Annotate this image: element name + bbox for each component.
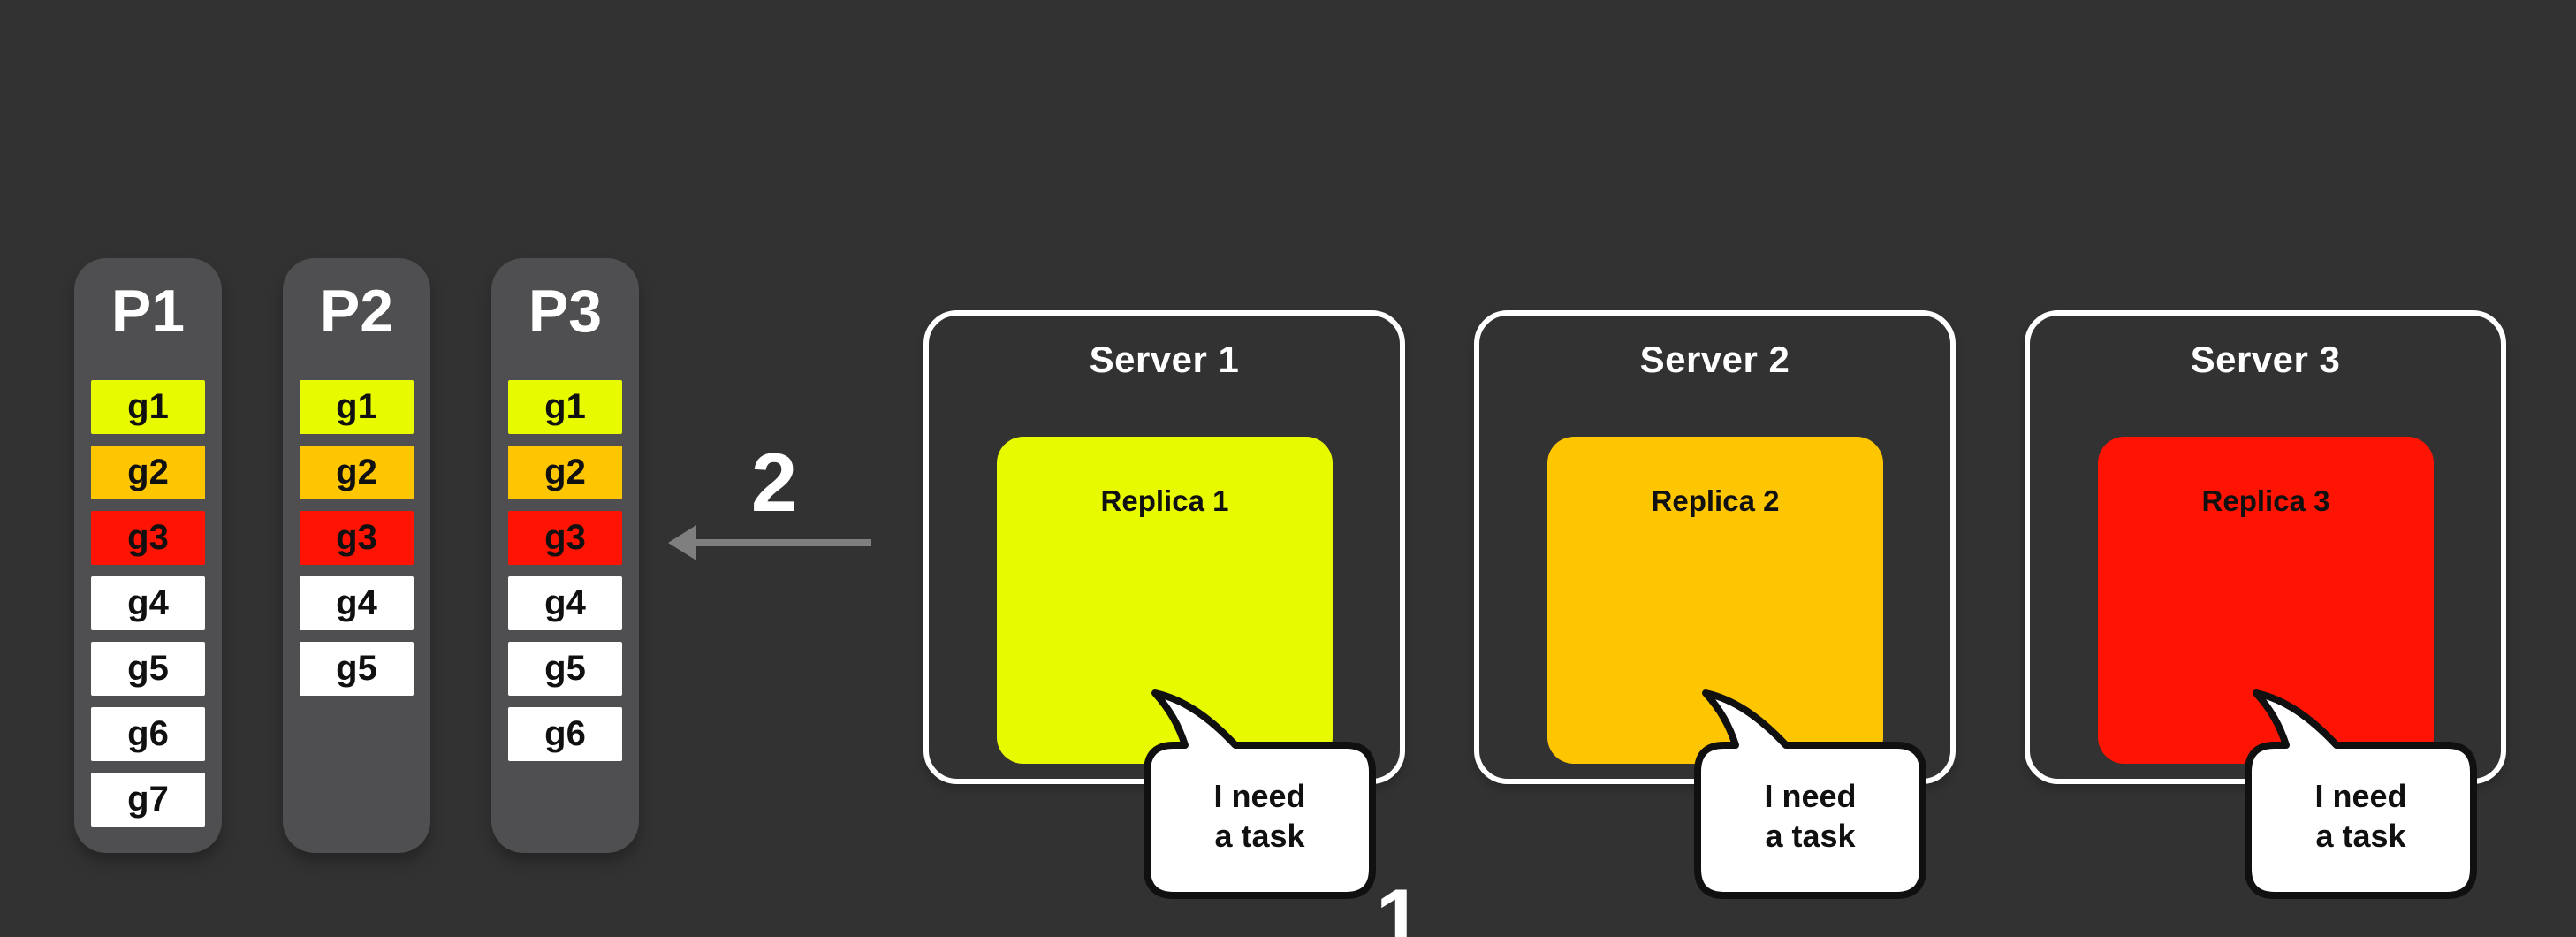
task-chip-g6: g6 [91, 707, 205, 761]
task-chip-g1: g1 [91, 380, 205, 434]
partition-task-list: g1 g2 g3 g4 g5 [283, 380, 430, 696]
replica-label: Replica 2 [1651, 484, 1780, 517]
task-chip-g1: g1 [508, 380, 622, 434]
partition-task-list: g1 g2 g3 g4 g5 g6 [491, 380, 639, 761]
replica-label: Replica 3 [2201, 484, 2330, 517]
partition-label: P2 [319, 278, 394, 345]
task-chip-g1: g1 [300, 380, 414, 434]
task-chip-g5: g5 [91, 642, 205, 696]
task-chip-g3: g3 [508, 511, 622, 565]
task-chip-g7: g7 [91, 773, 205, 827]
task-chip-g2: g2 [300, 446, 414, 499]
task-chip-g3: g3 [91, 511, 205, 565]
task-chip-g2: g2 [508, 446, 622, 499]
partition-p1: P1 g1 g2 g3 g4 g5 g6 g7 [74, 258, 222, 853]
task-chip-g4: g4 [300, 576, 414, 630]
step-1-label: 1 [1375, 872, 1423, 937]
partition-p3: P3 g1 g2 g3 g4 g5 g6 [491, 258, 639, 853]
speech-bubble-tail [1694, 689, 1926, 899]
speech-bubble-tail [2245, 689, 2477, 899]
server-label: Server 2 [1639, 339, 1790, 380]
task-chip-g4: g4 [91, 576, 205, 630]
task-chip-g5: g5 [300, 642, 414, 696]
task-chip-g4: g4 [508, 576, 622, 630]
server-label: Server 1 [1089, 339, 1240, 380]
partition-task-list: g1 g2 g3 g4 g5 g6 g7 [74, 380, 222, 827]
task-chip-g5: g5 [508, 642, 622, 696]
partition-label: P3 [528, 278, 603, 345]
partition-label: P1 [110, 278, 186, 345]
server-label: Server 3 [2190, 339, 2341, 380]
task-chip-g3: g3 [300, 511, 414, 565]
speech-bubble-tail [1144, 689, 1376, 899]
replica-label: Replica 1 [1100, 484, 1229, 517]
task-chip-g6: g6 [508, 707, 622, 761]
partition-p2: P2 g1 g2 g3 g4 g5 [283, 258, 430, 853]
step-2-label: 2 [750, 436, 798, 529]
task-chip-g2: g2 [91, 446, 205, 499]
task-assignment-arrow-icon [668, 525, 871, 560]
